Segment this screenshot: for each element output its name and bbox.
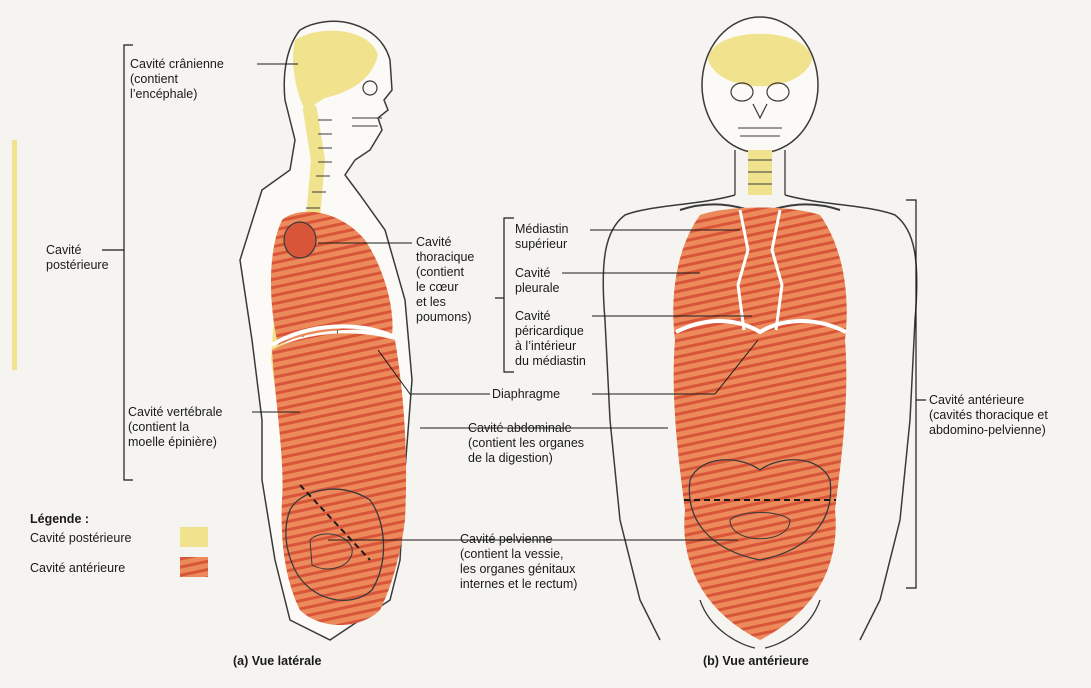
pericardial-cavity-label: Cavité péricardique à l’intérieur du méd… — [515, 309, 586, 369]
anterior-cavity-label: Cavité antérieure (cavités thoracique et… — [929, 393, 1048, 438]
abdominal-cavity-label: Cavité abdominale (contient les organes … — [468, 421, 584, 466]
anterior-figure — [603, 17, 917, 648]
anterior-caption: (b) Vue antérieure — [703, 654, 809, 668]
mediastinum-label: Médiastin supérieur — [515, 222, 569, 252]
pleural-cavity-label: Cavité pleurale — [515, 266, 559, 296]
legend-posterior-swatch — [180, 527, 208, 547]
legend-posterior-label: Cavité postérieure — [30, 531, 131, 546]
legend-anterior-label: Cavité antérieure — [30, 561, 125, 576]
posterior-cavity-label: Cavité postérieure — [46, 243, 109, 273]
cranial-cavity-label: Cavité crânienne (contient l’encéphale) — [130, 57, 224, 102]
lateral-caption: (a) Vue latérale — [233, 654, 321, 668]
diaphragm-label: Diaphragme — [492, 387, 560, 402]
vertebral-cavity-label: Cavité vertébrale (contient la moelle ép… — [128, 405, 223, 450]
thoracic-cavity-label: Cavité thoracique (contient le cœur et l… — [416, 235, 474, 325]
legend-title: Légende : — [30, 512, 89, 526]
pelvic-cavity-label: Cavité pelvienne (contient la vessie, le… — [460, 532, 577, 592]
lateral-figure — [240, 21, 412, 640]
margin-bar — [12, 140, 17, 370]
legend-anterior-swatch — [180, 557, 208, 577]
